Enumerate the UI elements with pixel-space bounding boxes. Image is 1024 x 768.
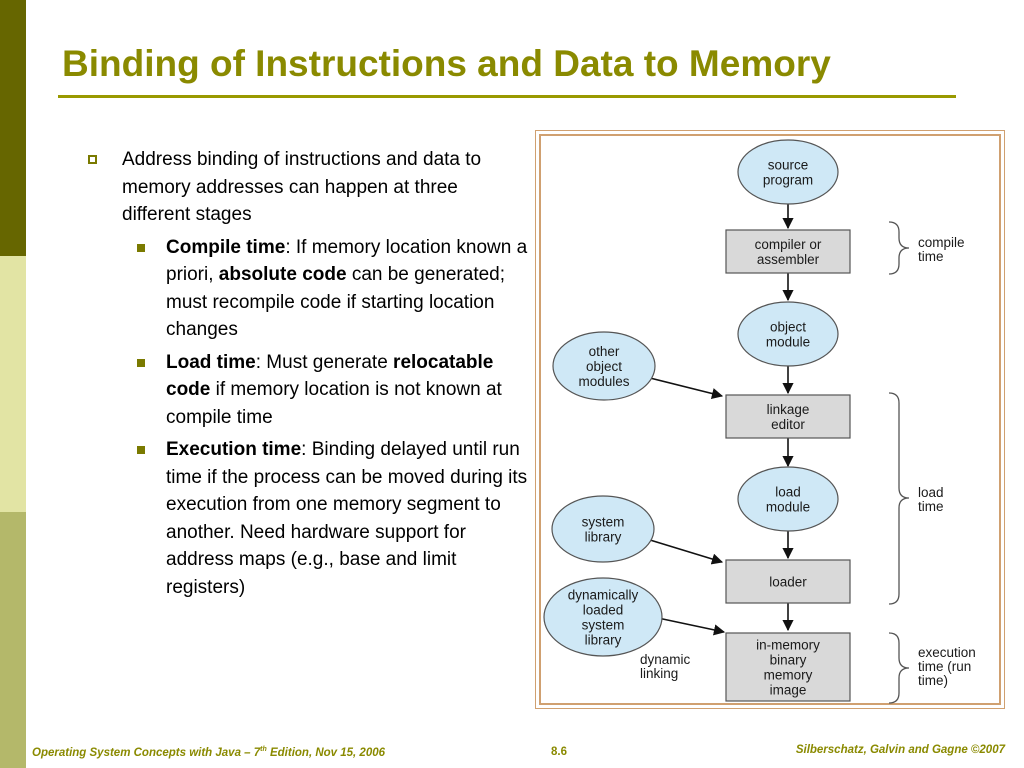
sub-bullet-emphasis: relocatable code — [166, 351, 494, 401]
bullet-main-text: Address binding of instructions and data… — [122, 149, 482, 225]
sub-bullet-text-continued: if memory location is not known at compi… — [166, 379, 502, 428]
bullet-main: Address binding of instructions and data… — [88, 146, 528, 229]
footer-copyright: Silberschatz, Galvin and Gagne ©2007 — [795, 744, 1005, 756]
sub-bullet-term: Compile time — [166, 236, 286, 258]
side-accent-bar-bottom — [0, 512, 26, 768]
sub-bullet-separator: : — [255, 351, 267, 373]
title-underline — [58, 95, 956, 98]
footer-course-text: Operating System Concepts with Java – 7 — [32, 746, 261, 759]
sub-bullet-text: If memory location known a priori, — [166, 236, 528, 286]
filled-square-bullet-icon — [137, 243, 145, 252]
sub-bullet-execution-time: Execution time: Binding delayed until ru… — [88, 436, 528, 601]
footer-page-number: 8.6 — [551, 746, 567, 758]
sub-bullet-text: Binding delayed until run time if the pr… — [166, 439, 528, 598]
bullet-list: Address binding of instructions and data… — [88, 146, 528, 601]
sub-bullet-text-continued: can be generated; must recompile code if… — [166, 264, 506, 340]
footer-course-sup: th — [260, 746, 267, 753]
footer-course-text-end: Edition, Nov 15, 2006 — [266, 746, 386, 759]
sub-bullet-separator: : — [301, 439, 312, 460]
sub-bullet-term: Load time — [166, 351, 256, 373]
filled-square-bullet-icon — [137, 446, 145, 454]
sub-bullet-emphasis: absolute code — [218, 264, 347, 285]
sub-bullet-separator: : — [285, 236, 296, 258]
side-accent-bar-middle — [0, 256, 26, 512]
sub-bullet-load-time: Load time: Must generate relocatable cod… — [88, 349, 528, 432]
hollow-square-bullet-icon — [88, 155, 97, 164]
sub-bullet-text: Must generate — [266, 351, 394, 373]
slide-title: Binding of Instructions and Data to Memo… — [62, 43, 831, 84]
filled-square-bullet-icon — [137, 358, 145, 367]
side-accent-bar-top — [0, 0, 26, 256]
footer-course: Operating System Concepts with Java – 7t… — [32, 746, 385, 759]
sub-bullet-compile-time: Compile time: If memory location known a… — [88, 234, 528, 344]
diagram-frame — [535, 130, 1005, 709]
sub-bullet-term: Execution time — [166, 439, 302, 460]
